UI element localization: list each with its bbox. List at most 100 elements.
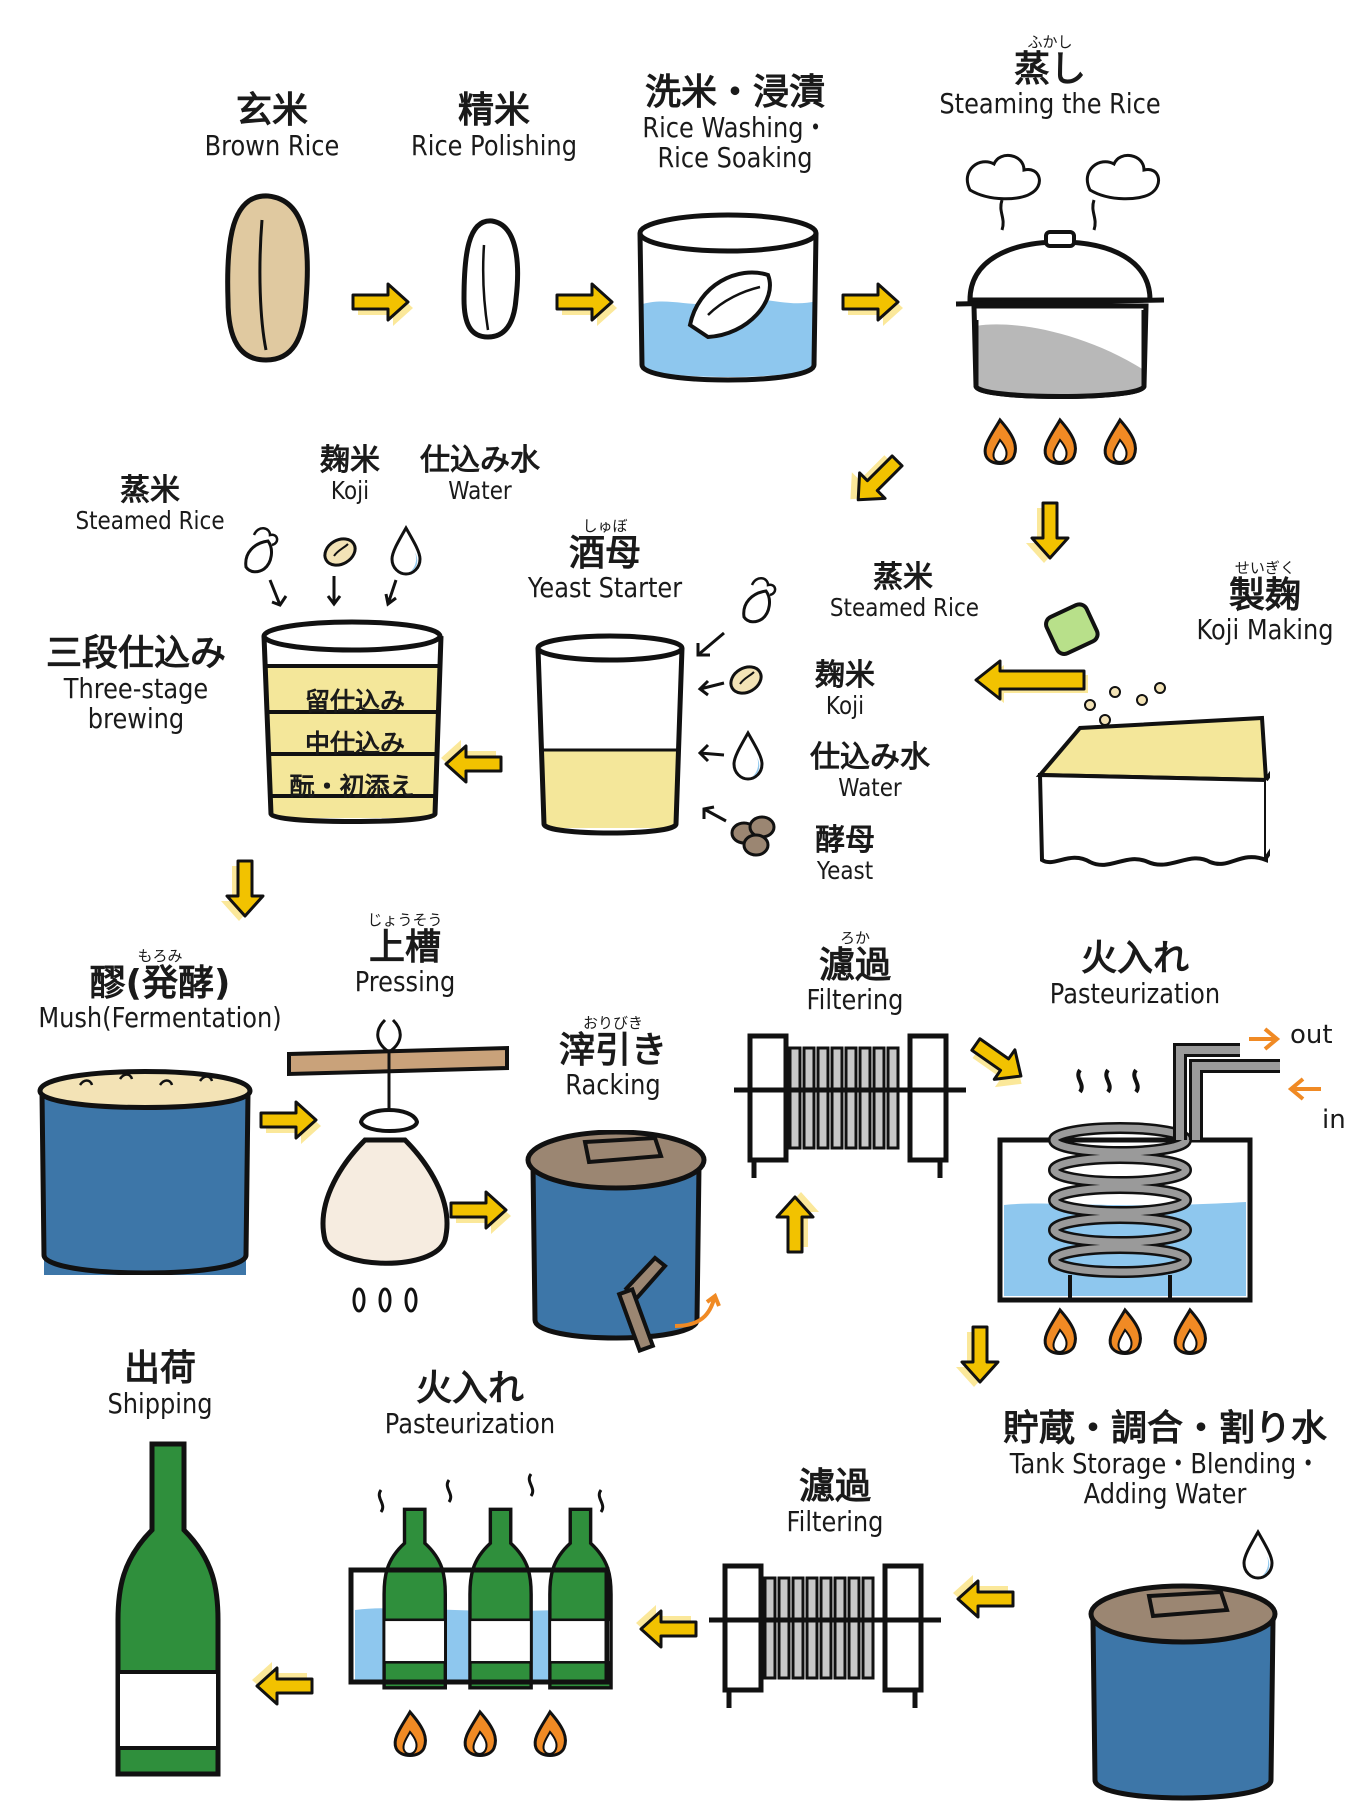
flow-arrow-icon bbox=[440, 740, 503, 784]
step-filtering2-label: 濾過 Filtering bbox=[750, 1466, 920, 1538]
ingredient-jp: 酵母 bbox=[815, 823, 875, 858]
step-polishing-label: 精米 Rice Polishing bbox=[384, 90, 604, 162]
koji-tray-icon bbox=[1035, 602, 1270, 867]
step-steaming-label: ふかし 蒸し Steaming the Rice bbox=[915, 34, 1185, 120]
furigana: ふかし bbox=[1027, 33, 1073, 51]
step-washing-label: 洗米・浸漬 Rice Washing・ Rice Soaking bbox=[610, 72, 860, 175]
flow-arrow-icon bbox=[351, 282, 415, 328]
flow-arrow-icon bbox=[1024, 501, 1070, 565]
flow-arrow-icon bbox=[775, 1190, 821, 1254]
brewing-layer-bottom: 酛・初添え bbox=[289, 772, 415, 801]
step-jp: 上槽 bbox=[368, 926, 441, 968]
starter-yeast-label: 酵母 Yeast bbox=[800, 823, 890, 884]
step-en: Filtering bbox=[786, 1504, 884, 1538]
step-jp: 火入れ bbox=[415, 1368, 524, 1409]
bottle-pasteurization-icon bbox=[348, 1473, 613, 1757]
mush-tank-icon bbox=[37, 1069, 253, 1275]
step-pasteurization2-label: 火入れ Pasteurization bbox=[350, 1368, 590, 1440]
step-pressing-label: じょうそう 上槽 Pressing bbox=[325, 912, 485, 998]
filter-press-icon bbox=[734, 1033, 966, 1178]
flow-arrow-icon bbox=[838, 442, 912, 518]
ingredient-steamed-rice-label: 蒸米 Steamed Rice bbox=[60, 473, 240, 536]
flow-arrow-icon bbox=[974, 659, 1088, 703]
step-en: Brown Rice bbox=[204, 128, 340, 162]
brown-rice-grain-icon bbox=[225, 193, 310, 363]
step-yeast-starter-label: しゅぼ 酒母 Yeast Starter bbox=[500, 518, 710, 604]
step-en: Shipping bbox=[107, 1386, 213, 1420]
ingredient-en: Water bbox=[838, 773, 902, 803]
step-en: Pasteurization bbox=[1049, 976, 1221, 1010]
ingredient-en: Koji bbox=[825, 691, 865, 721]
step-en: Racking bbox=[565, 1068, 661, 1102]
step-jp: 洗米・浸漬 bbox=[644, 72, 825, 113]
inflow-label: in bbox=[1322, 1105, 1346, 1135]
ingredients-icons bbox=[244, 526, 422, 607]
starter-ingredients-icons bbox=[696, 576, 777, 857]
pressing-bag-icon bbox=[287, 1018, 509, 1313]
step-jp: 醪(発酵) bbox=[89, 962, 231, 1004]
step-en: Rice Soaking bbox=[657, 141, 813, 175]
starter-water-label: 仕込み水 Water bbox=[790, 741, 950, 803]
steamer-pot-icon bbox=[955, 154, 1165, 465]
ingredient-koji-label: 麹米 Koji bbox=[300, 443, 400, 506]
step-mush-label: もろみ 醪(発酵) Mush(Fermentation) bbox=[10, 948, 310, 1034]
ingredient-jp: 仕込み水 bbox=[420, 443, 540, 478]
step-en: brewing bbox=[87, 702, 185, 736]
furigana: おりびき bbox=[582, 1014, 643, 1032]
step-jp: 三段仕込み bbox=[45, 633, 226, 674]
starter-koji-label: 麹米 Koji bbox=[800, 658, 890, 721]
sake-bottle-icon bbox=[115, 1441, 221, 1777]
step-jp: 火入れ bbox=[1080, 938, 1189, 979]
furigana: じょうそう bbox=[367, 911, 443, 929]
step-jp: 濾過 bbox=[798, 1466, 871, 1507]
step-en: Steaming the Rice bbox=[939, 87, 1161, 121]
step-jp: 精米 bbox=[457, 90, 530, 131]
step-jp: 貯蔵・調合・割り水 bbox=[1002, 1408, 1327, 1449]
flow-arrow-icon bbox=[952, 1575, 1015, 1619]
step-jp: 玄米 bbox=[235, 90, 308, 131]
ingredient-jp: 麹米 bbox=[320, 443, 380, 478]
step-en: Pressing bbox=[354, 965, 456, 999]
storage-tank-icon bbox=[1088, 1583, 1278, 1801]
step-jp: 滓引き bbox=[558, 1029, 667, 1071]
ingredient-jp: 麹米 bbox=[815, 658, 875, 693]
step-en: Rice Polishing bbox=[411, 128, 577, 162]
step-jp: 出荷 bbox=[123, 1348, 196, 1389]
furigana: せいぎく bbox=[1234, 559, 1296, 577]
filter-press-icon bbox=[709, 1563, 941, 1708]
step-en: Pasteurization bbox=[384, 1406, 556, 1440]
ingredient-en: Steamed Rice bbox=[75, 506, 225, 536]
starter-steamed-rice-label: 蒸米 Steamed Rice bbox=[818, 561, 988, 623]
racking-tank-icon bbox=[525, 1130, 721, 1354]
step-racking-label: おりびき 滓引き Racking bbox=[538, 1015, 688, 1101]
outflow-arrow-icon bbox=[1249, 1027, 1281, 1051]
furigana: もろみ bbox=[137, 947, 183, 965]
step-shipping-label: 出荷 Shipping bbox=[90, 1348, 230, 1420]
step-en: Yeast Starter bbox=[527, 571, 683, 605]
step-brown-rice-label: 玄米 Brown Rice bbox=[172, 90, 372, 162]
inflow-arrow-icon bbox=[1287, 1077, 1321, 1101]
step-en: Filtering bbox=[806, 983, 904, 1017]
brewing-tank-icon bbox=[261, 619, 444, 824]
flow-arrow-icon bbox=[841, 282, 905, 328]
step-filtering1-label: ろか 濾過 Filtering bbox=[770, 930, 940, 1016]
step-storage-label: 貯蔵・調合・割り水 Tank Storage・Blending・ Adding … bbox=[980, 1408, 1350, 1511]
step-koji-making-label: せいぎく 製麹 Koji Making bbox=[1170, 560, 1360, 646]
flow-arrow-icon bbox=[954, 1325, 1000, 1389]
step-en: Adding Water bbox=[1083, 1477, 1247, 1511]
step-jp: 濾過 bbox=[818, 944, 891, 986]
step-en: Tank Storage・Blending・ bbox=[1009, 1446, 1321, 1480]
ingredient-jp: 蒸米 bbox=[120, 473, 180, 508]
flow-arrow-icon bbox=[555, 282, 619, 328]
step-en: Koji Making bbox=[1196, 613, 1334, 647]
step-jp: 製麹 bbox=[1228, 574, 1301, 616]
ingredient-en: Koji bbox=[330, 476, 370, 506]
flow-arrow-icon bbox=[449, 1190, 513, 1236]
step-three-stage-label: 三段仕込み Three-stage brewing bbox=[16, 633, 256, 736]
furigana: ろか bbox=[839, 929, 870, 947]
flow-arrow-icon bbox=[219, 859, 265, 923]
ingredient-water-label: 仕込み水 Water bbox=[400, 443, 560, 504]
step-pasteurization1-label: 火入れ Pasteurization bbox=[1010, 938, 1260, 1010]
flow-arrow-icon bbox=[635, 1605, 698, 1649]
ingredient-en: Steamed Rice bbox=[829, 593, 980, 623]
